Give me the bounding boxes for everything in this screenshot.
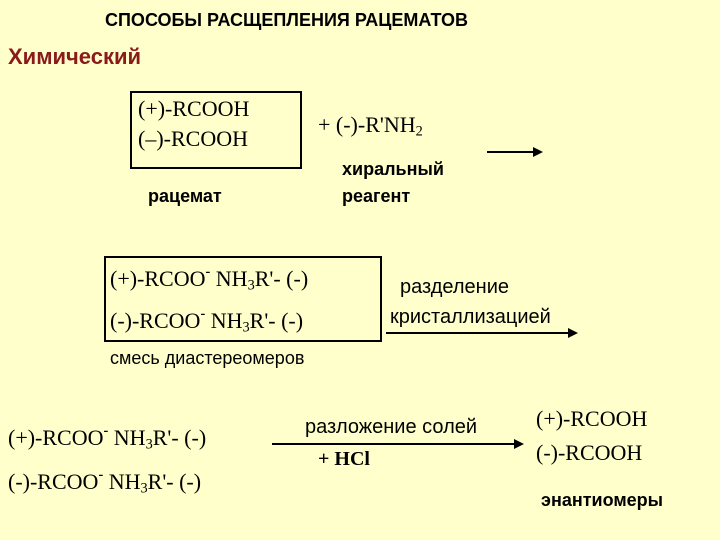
reaction-arrow-1	[487, 147, 543, 157]
salt-4-cation: NH	[103, 469, 141, 494]
salt-1-cation: NH	[210, 266, 248, 291]
salt-4-subscript: 3	[140, 480, 148, 497]
salt-2-subscript: 3	[242, 319, 250, 336]
salt-2-charge: -	[200, 306, 206, 322]
salt-3-charge: -	[103, 423, 109, 439]
salt-2-cation: NH	[205, 308, 243, 333]
salt-line-2: (-)-RCOO- NH3R'- (-)	[110, 306, 303, 337]
salt-1-amine: R'- (-)	[254, 266, 309, 291]
salt-3-anion: (+)-RCOO	[8, 425, 104, 450]
section-heading: Химический	[8, 44, 142, 69]
salt-3-subscript: 3	[145, 436, 153, 453]
salt-4-anion: (-)-RCOO	[8, 469, 99, 494]
salt-line-1: (+)-RCOO- NH3R'- (-)	[110, 264, 308, 295]
salt-4-amine: R'- (-)	[147, 469, 202, 494]
page-title: СПОСОБЫ РАСЩЕПЛЕНИЯ РАЦЕМАТОВ	[105, 10, 469, 30]
enantiomers-label: энантиомеры	[541, 490, 664, 510]
salt-1-anion: (+)-RCOO	[110, 266, 206, 291]
chiral-reagent-label-2: реагент	[342, 186, 411, 206]
diastereomer-mixture-label: смесь диастереомеров	[110, 348, 305, 368]
separation-label-1: разделение	[400, 276, 510, 298]
reagent-formula-subscript: 2	[415, 123, 423, 140]
product-line-2: (-)-RCOOH	[536, 440, 643, 465]
salt-line-4: (-)-RCOO- NH3R'- (-)	[8, 467, 201, 498]
salt-1-charge: -	[205, 264, 211, 280]
salt-2-amine: R'- (-)	[249, 308, 304, 333]
reaction-arrow-3	[272, 439, 524, 449]
reaction-arrow-2	[386, 328, 578, 338]
salt-4-charge: -	[98, 467, 104, 483]
racemate-label: рацемат	[148, 186, 222, 206]
racemate-box	[130, 91, 302, 169]
salt-line-3: (+)-RCOO- NH3R'- (-)	[8, 423, 206, 454]
hcl-reagent: + HCl	[318, 448, 370, 470]
separation-label-2: кристаллизацией	[390, 306, 551, 328]
chiral-reagent-formula: + (-)-R'NH2	[318, 112, 423, 141]
salt-1-subscript: 3	[247, 277, 255, 294]
diastereomer-box	[104, 256, 382, 342]
racemate-line-1: (+)-RCOOH	[138, 96, 250, 121]
salt-3-cation: NH	[108, 425, 146, 450]
salt-decomposition-label: разложение солей	[305, 416, 478, 438]
salt-2-anion: (-)-RCOO	[110, 308, 201, 333]
salt-3-amine: R'- (-)	[152, 425, 207, 450]
racemate-line-2: (–)-RCOOH	[138, 126, 248, 151]
reagent-formula-main: + (-)-R'NH	[318, 112, 416, 137]
chiral-reagent-label-1: хиральный	[342, 159, 444, 179]
product-line-1: (+)-RCOOH	[536, 406, 648, 431]
